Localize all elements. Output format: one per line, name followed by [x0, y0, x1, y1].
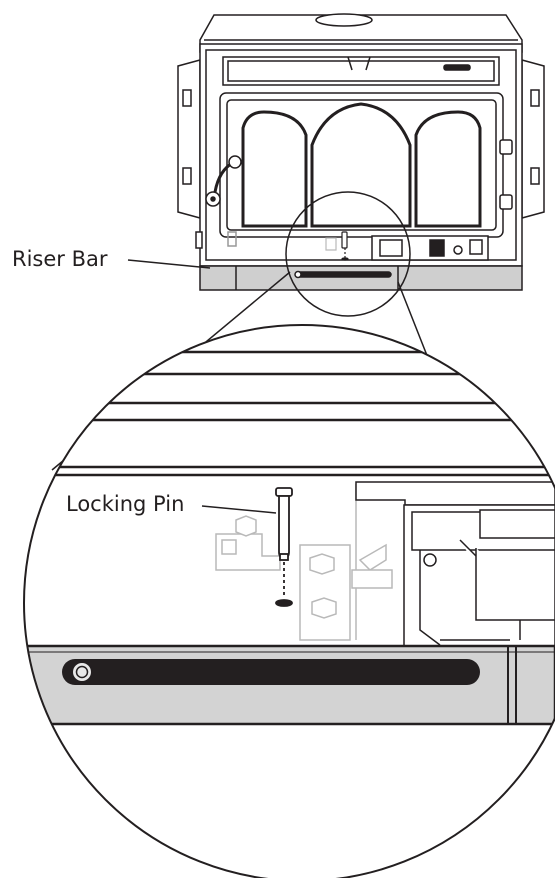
lower-hinge: [499, 194, 513, 210]
riser-bar-leader-line: [127, 259, 211, 269]
upper-hinge: [499, 139, 513, 155]
left-side-bracket: [177, 59, 201, 219]
pin-hole: [275, 599, 293, 607]
right-bracket-assembly: [355, 481, 555, 653]
right-side-bracket: [521, 59, 545, 219]
door-right-arch: [414, 110, 482, 228]
riser-bar: [199, 265, 523, 291]
slot-bolt-head: [71, 661, 93, 683]
riser-bar-detail-slot: [62, 659, 480, 685]
riser-bar-detail: [24, 644, 555, 726]
faded-bracket-hardware: [215, 484, 393, 641]
air-control-slider: [443, 64, 471, 71]
door-center-arch: [310, 102, 412, 228]
riser-bar-slot: [295, 271, 392, 278]
door-left-arch: [241, 110, 308, 228]
locking-pin-leader-line: [201, 505, 277, 514]
locking-pin-label: Locking Pin: [66, 492, 185, 516]
detail-magnifier-circle: [23, 324, 555, 878]
detail-view: [24, 325, 555, 878]
flue-collar: [315, 13, 373, 27]
door-handle: [205, 155, 242, 207]
stove-door: [219, 92, 504, 238]
stove-overview: [177, 13, 545, 291]
detail-area-circle: [285, 191, 411, 317]
riser-bar-label: Riser Bar: [12, 247, 108, 271]
locking-pin: [275, 487, 293, 607]
